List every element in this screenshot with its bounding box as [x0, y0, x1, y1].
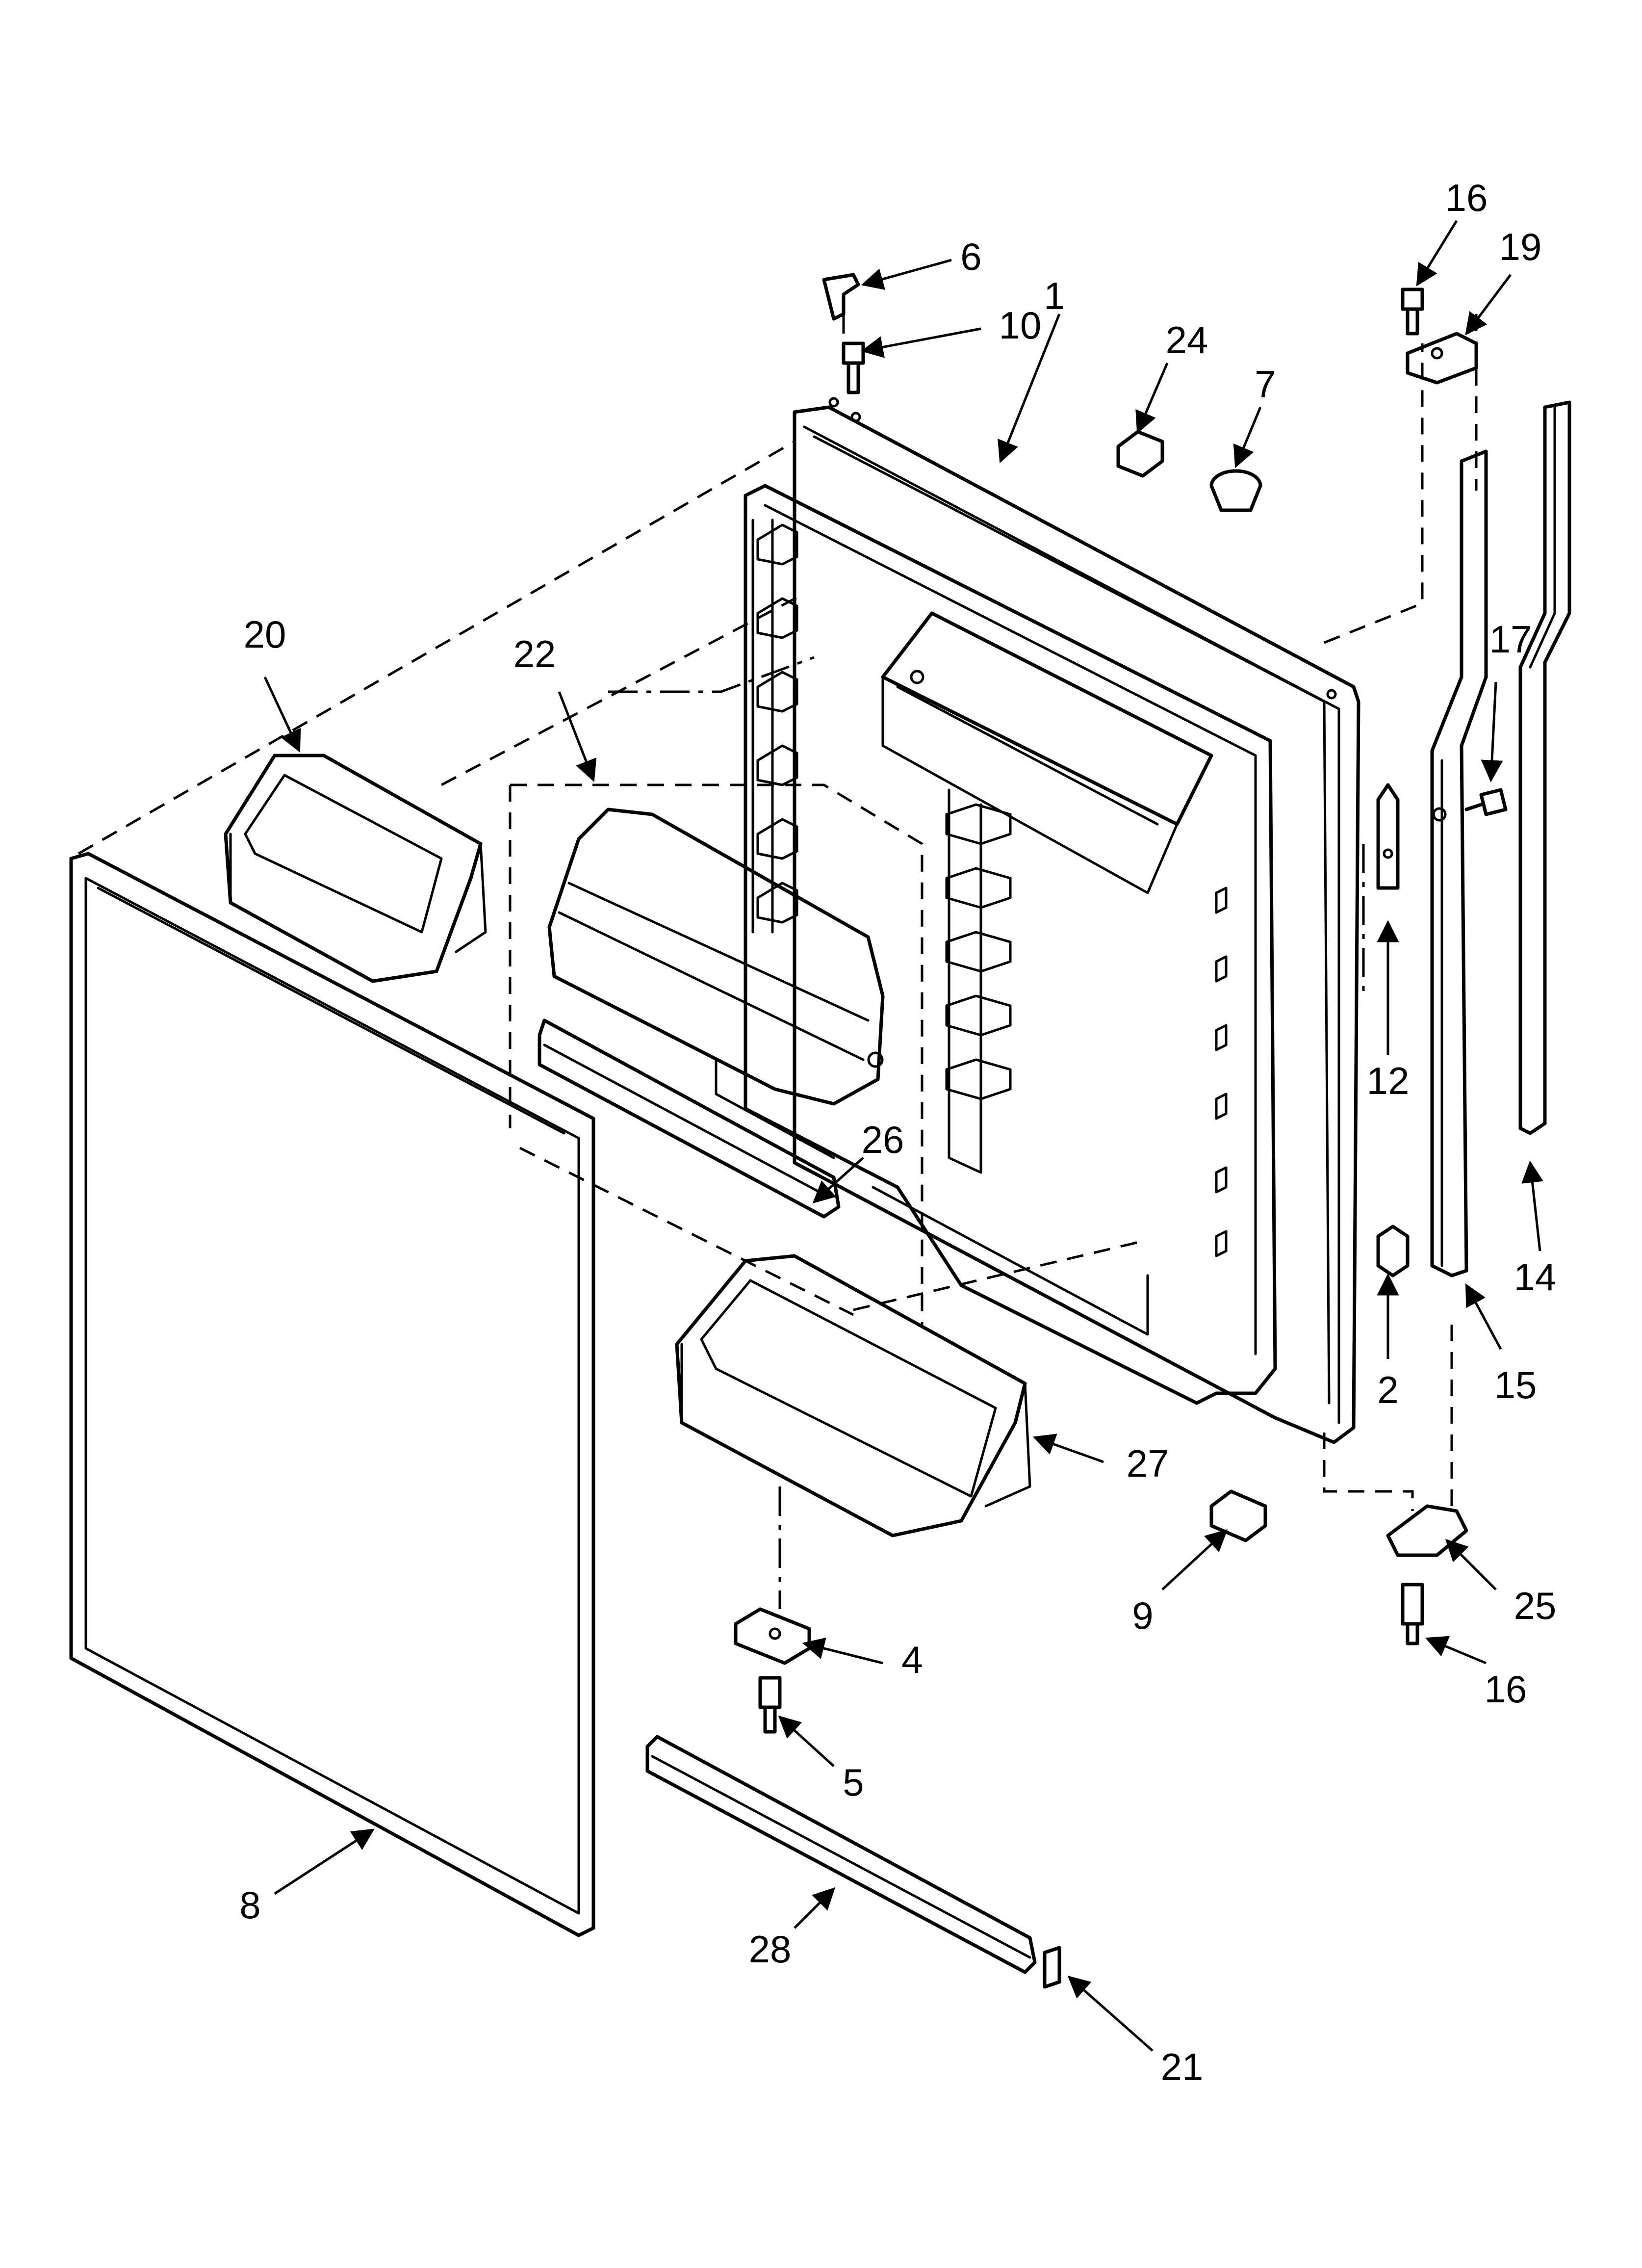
- plug-part-24: [1116, 430, 1164, 478]
- callout-7: 7: [1255, 363, 1276, 406]
- leader-arrows: [263, 220, 1543, 2052]
- door-gasket-part-8: [69, 852, 595, 1937]
- dairy-door-part-22: [547, 808, 885, 1159]
- callout-28: 28: [749, 1928, 792, 1971]
- callout-5: 5: [843, 1761, 864, 1804]
- trim-part-15: [1430, 449, 1488, 1277]
- end-cap-part-21: [1043, 1946, 1061, 1989]
- screw-part-16-bottom: [1401, 1583, 1424, 1645]
- callout-labels: 1 2 4 5 6 7 8 9 10 12 14 15 16 16 17 19 …: [239, 176, 1556, 2088]
- plug-part-6: [822, 273, 860, 321]
- hinge-part-25: [1386, 1504, 1468, 1557]
- cover-part-12: [1376, 783, 1400, 890]
- handle-part-14: [1518, 400, 1571, 1135]
- hinge-part-4: [734, 1607, 811, 1665]
- callout-25: 25: [1514, 1584, 1557, 1627]
- bracket-part-2: [1376, 1225, 1410, 1277]
- callout-4: 4: [901, 1638, 923, 1681]
- callout-17: 17: [1489, 618, 1532, 661]
- door-bin-part-27: [675, 1254, 1031, 1538]
- callout-8: 8: [239, 1883, 260, 1927]
- callout-6: 6: [960, 235, 981, 278]
- callout-19: 19: [1499, 225, 1542, 268]
- screw-part-16-top: [1401, 287, 1424, 336]
- door-liner-part-1: [744, 397, 1360, 1444]
- callout-27: 27: [1127, 1442, 1169, 1485]
- screw-part-17: [1464, 788, 1508, 816]
- callout-26: 26: [862, 1118, 904, 1161]
- screw-part-5: [758, 1676, 782, 1734]
- dairy-rail-part-26: [538, 1018, 841, 1219]
- callout-15: 15: [1494, 1363, 1537, 1407]
- hinge-part-19: [1406, 332, 1478, 385]
- plug-part-7: [1209, 469, 1262, 512]
- callout-16-top: 16: [1445, 176, 1488, 219]
- callout-2: 2: [1377, 1368, 1398, 1411]
- bracket-part-9: [1209, 1489, 1267, 1542]
- door-bin-part-20: [224, 754, 487, 983]
- callout-9: 9: [1132, 1594, 1153, 1637]
- callout-24: 24: [1166, 318, 1208, 362]
- callout-12: 12: [1367, 1059, 1410, 1102]
- callout-1: 1: [1044, 274, 1065, 317]
- screw-part-10: [842, 341, 865, 394]
- callout-22: 22: [513, 632, 556, 676]
- callout-10: 10: [999, 304, 1042, 347]
- callout-21: 21: [1161, 2045, 1204, 2088]
- bottom-trim-part-28: [645, 1735, 1037, 1974]
- callout-16-bottom: 16: [1485, 1668, 1527, 1711]
- callout-20: 20: [244, 613, 286, 656]
- callout-14: 14: [1514, 1255, 1557, 1299]
- assembly-guide-lines: [77, 304, 1478, 1609]
